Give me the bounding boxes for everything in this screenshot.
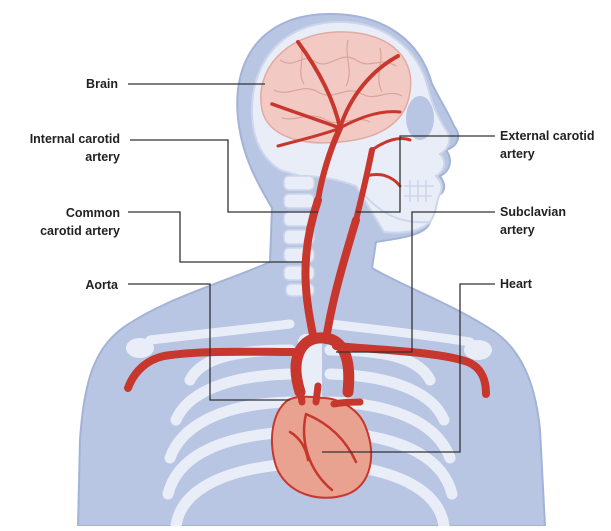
label-internal-carotid-line-2: artery (6, 148, 120, 166)
label-external-carotid-line-1: External carotid (500, 127, 608, 145)
label-external-carotid-artery: External carotid artery (500, 127, 608, 163)
label-brain: Brain (40, 75, 118, 93)
right-shoulder-joint (464, 340, 492, 360)
label-internal-carotid-line-1: Internal carotid (6, 130, 120, 148)
label-common-carotid-artery: Common carotid artery (6, 204, 120, 240)
label-heart-line-1: Heart (500, 275, 580, 293)
label-subclavian-line-2: artery (500, 221, 600, 239)
label-external-carotid-line-2: artery (500, 145, 608, 163)
label-internal-carotid-artery: Internal carotid artery (6, 130, 120, 166)
label-subclavian-line-1: Subclavian (500, 203, 600, 221)
eye-socket (406, 96, 434, 140)
label-common-carotid-line-1: Common (6, 204, 120, 222)
left-shoulder-joint (126, 338, 154, 358)
label-brain-line-1: Brain (40, 75, 118, 93)
label-common-carotid-line-2: carotid artery (6, 222, 120, 240)
label-aorta: Aorta (40, 276, 118, 294)
label-aorta-line-1: Aorta (40, 276, 118, 294)
heart (272, 397, 371, 498)
label-subclavian-artery: Subclavian artery (500, 203, 600, 239)
label-heart: Heart (500, 275, 580, 293)
